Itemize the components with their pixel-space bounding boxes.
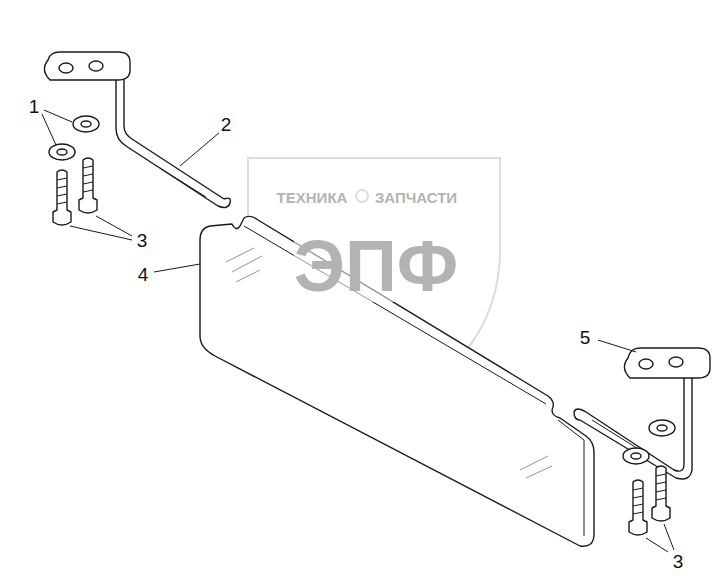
hole <box>59 63 73 73</box>
thread <box>633 488 643 514</box>
watermark-text: ТЕХНИКА <box>277 190 348 205</box>
washer-hole <box>631 453 641 459</box>
screw <box>79 158 97 213</box>
sun-visor <box>200 216 594 546</box>
leader-line <box>646 538 668 552</box>
leader-line <box>44 110 72 122</box>
shield-gear <box>356 190 368 202</box>
hole <box>639 359 653 369</box>
screw <box>629 480 647 535</box>
callout-number: 1 <box>27 96 42 117</box>
leader-line <box>70 226 132 240</box>
bracket-plate <box>624 348 710 378</box>
parts <box>44 52 710 546</box>
callout-number: 3 <box>135 230 150 251</box>
bracket-rod <box>580 378 692 479</box>
leader-lines <box>42 110 674 552</box>
leader-line <box>180 132 220 166</box>
screw <box>652 466 670 521</box>
washer <box>73 116 99 132</box>
bracket-rod <box>116 80 218 206</box>
rod-tip <box>574 409 586 420</box>
watermark-text: ЭПФ <box>294 230 458 302</box>
washer <box>623 448 649 464</box>
rod-slot <box>160 168 206 197</box>
leader-line <box>42 114 56 145</box>
thread <box>57 178 67 204</box>
callout-number: 5 <box>578 327 593 348</box>
visor-edge <box>244 226 584 536</box>
leader-line <box>154 264 200 272</box>
washer-hole <box>657 425 667 431</box>
callout-number: 2 <box>219 114 234 135</box>
bracket-rod <box>586 378 684 471</box>
callout-number: 3 <box>671 551 686 572</box>
leader-line <box>598 340 636 352</box>
washer <box>649 420 675 436</box>
thread <box>83 166 93 192</box>
rod-tip <box>218 198 230 207</box>
watermark-text: ЗАПЧАСТИ <box>375 190 457 205</box>
hole <box>669 357 683 367</box>
screw <box>53 170 71 225</box>
hole <box>89 61 103 71</box>
callout-number: 4 <box>136 264 151 285</box>
washer-hole <box>57 149 67 155</box>
washer <box>49 144 75 160</box>
rod-slot <box>592 420 640 450</box>
thread <box>656 474 666 500</box>
leader-line <box>664 524 674 550</box>
washer-hole <box>81 121 91 127</box>
bracket-rod <box>124 80 224 199</box>
bracket-plate <box>44 52 130 80</box>
